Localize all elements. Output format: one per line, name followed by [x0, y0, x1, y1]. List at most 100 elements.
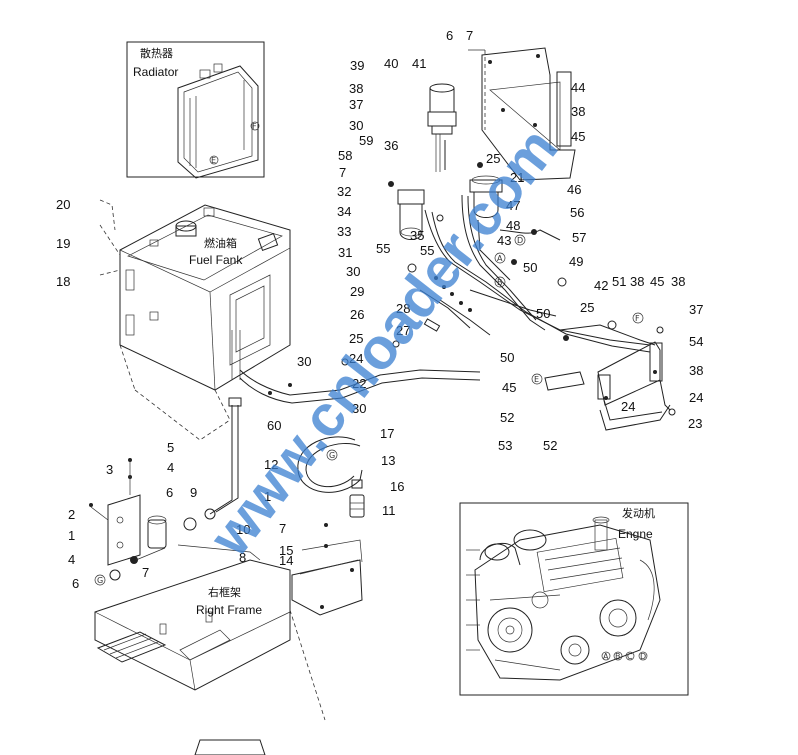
- callout-17: 17: [380, 426, 394, 441]
- svg-text:D: D: [517, 236, 523, 245]
- callout-15: 15: [279, 543, 293, 558]
- callout-44: 44: [571, 80, 585, 95]
- callout-37: 37: [689, 302, 703, 317]
- callout-52: 52: [500, 410, 514, 425]
- callout-7: 7: [142, 565, 149, 580]
- callout-4: 4: [167, 460, 174, 475]
- callout-48: 48: [506, 218, 520, 233]
- callout-24: 24: [689, 390, 703, 405]
- callout-56: 56: [570, 205, 584, 220]
- engine-leader-ticks: [466, 549, 480, 651]
- callout-38: 38: [349, 81, 363, 96]
- radiator-inset: 散热器 Radiator F E: [126, 41, 265, 179]
- callout-21: 21: [510, 170, 524, 185]
- svg-text:C: C: [627, 652, 633, 661]
- coiled-hoses: G: [297, 436, 365, 518]
- callout-11: 11: [382, 503, 396, 518]
- callout-47: 47: [506, 198, 520, 213]
- svg-text:G: G: [97, 576, 103, 585]
- callout-25: 25: [486, 151, 500, 166]
- callout-53: 53: [498, 438, 512, 453]
- callout-1: 1: [68, 528, 75, 543]
- callout-38: 38: [671, 274, 685, 289]
- callout-7: 7: [279, 521, 286, 536]
- callout-13: 13: [381, 453, 395, 468]
- radiator-cn-label: 散热器: [140, 46, 173, 60]
- svg-text:D: D: [640, 652, 646, 661]
- callout-25: 25: [580, 300, 594, 315]
- callout-25: 25: [349, 331, 363, 346]
- callout-39: 39: [350, 58, 364, 73]
- callout-6: 6: [446, 28, 453, 43]
- callout-30: 30: [352, 401, 366, 416]
- svg-text:F: F: [252, 122, 257, 131]
- callout-6: 6: [166, 485, 173, 500]
- callout-35: 35: [410, 228, 424, 243]
- callout-50: 50: [500, 350, 514, 365]
- svg-text:E: E: [534, 375, 539, 384]
- callout-59: 59: [359, 133, 373, 148]
- callout-24: 24: [621, 399, 635, 414]
- callout-34: 34: [337, 204, 351, 219]
- callout-10: 10: [236, 522, 250, 537]
- callout-23: 23: [688, 416, 702, 431]
- callout-30: 30: [349, 118, 363, 133]
- callout-3: 3: [106, 462, 113, 477]
- svg-text:E: E: [211, 156, 216, 165]
- callout-1: 1: [264, 489, 271, 504]
- callout-42: 42: [594, 278, 608, 293]
- callout-4: 4: [68, 552, 75, 567]
- callout-16: 16: [390, 479, 404, 494]
- callout-60: 60: [267, 418, 281, 433]
- callout-20: 20: [56, 197, 70, 212]
- callout-40: 40: [384, 56, 398, 71]
- callout-18: 18: [56, 274, 70, 289]
- callout-28: 28: [396, 301, 410, 316]
- callout-27: 27: [396, 323, 410, 338]
- callout-6: 6: [72, 576, 79, 591]
- callout-29: 29: [350, 284, 364, 299]
- callout-8: 8: [239, 550, 246, 565]
- fuel-tank: 燃油箱 Fuel Fank: [99, 199, 291, 441]
- callout-54: 54: [689, 334, 703, 349]
- callout-31: 31: [338, 245, 352, 260]
- callout-33: 33: [337, 224, 351, 239]
- callout-9: 9: [190, 485, 197, 500]
- right-frame-cn-label: 右框架: [208, 585, 241, 599]
- right-frame-en-label: Right Frame: [196, 603, 262, 617]
- callout-45: 45: [502, 380, 516, 395]
- callout-19: 19: [56, 236, 70, 251]
- callout-22: 22: [352, 376, 366, 391]
- fuel-tank-cn-label: 燃油箱: [204, 236, 237, 250]
- engine-en-label: Engne: [618, 527, 653, 541]
- callout-55: 55: [376, 241, 390, 256]
- callout-38: 38: [630, 274, 644, 289]
- engine-drawing: A B C D: [466, 516, 661, 681]
- svg-text:B: B: [615, 652, 621, 661]
- callout-36: 36: [384, 138, 398, 153]
- svg-text:F: F: [635, 314, 640, 323]
- callout-12: 12: [264, 457, 278, 472]
- callout-37: 37: [349, 97, 363, 112]
- right-bracket: F E: [531, 312, 676, 431]
- radiator-drawing: F E: [177, 63, 260, 179]
- callout-14: 14: [279, 553, 293, 568]
- guard-plate: [291, 523, 363, 616]
- callout-26: 26: [350, 307, 364, 322]
- callout-46: 46: [567, 182, 581, 197]
- callout-32: 32: [337, 184, 351, 199]
- callout-45: 45: [571, 129, 585, 144]
- callout-7: 7: [339, 165, 346, 180]
- callout-2: 2: [68, 507, 75, 522]
- engine-cn-label: 发动机: [622, 506, 655, 520]
- callout-58: 58: [338, 148, 352, 163]
- callout-30: 30: [297, 354, 311, 369]
- callout-5: 5: [167, 440, 174, 455]
- radiator-en-label: Radiator: [133, 65, 178, 79]
- callout-45: 45: [650, 274, 664, 289]
- right-frame: 右框架 Right Frame: [94, 559, 326, 755]
- callout-43: 43: [497, 233, 511, 248]
- engine-port-markers: A B C D: [601, 651, 648, 661]
